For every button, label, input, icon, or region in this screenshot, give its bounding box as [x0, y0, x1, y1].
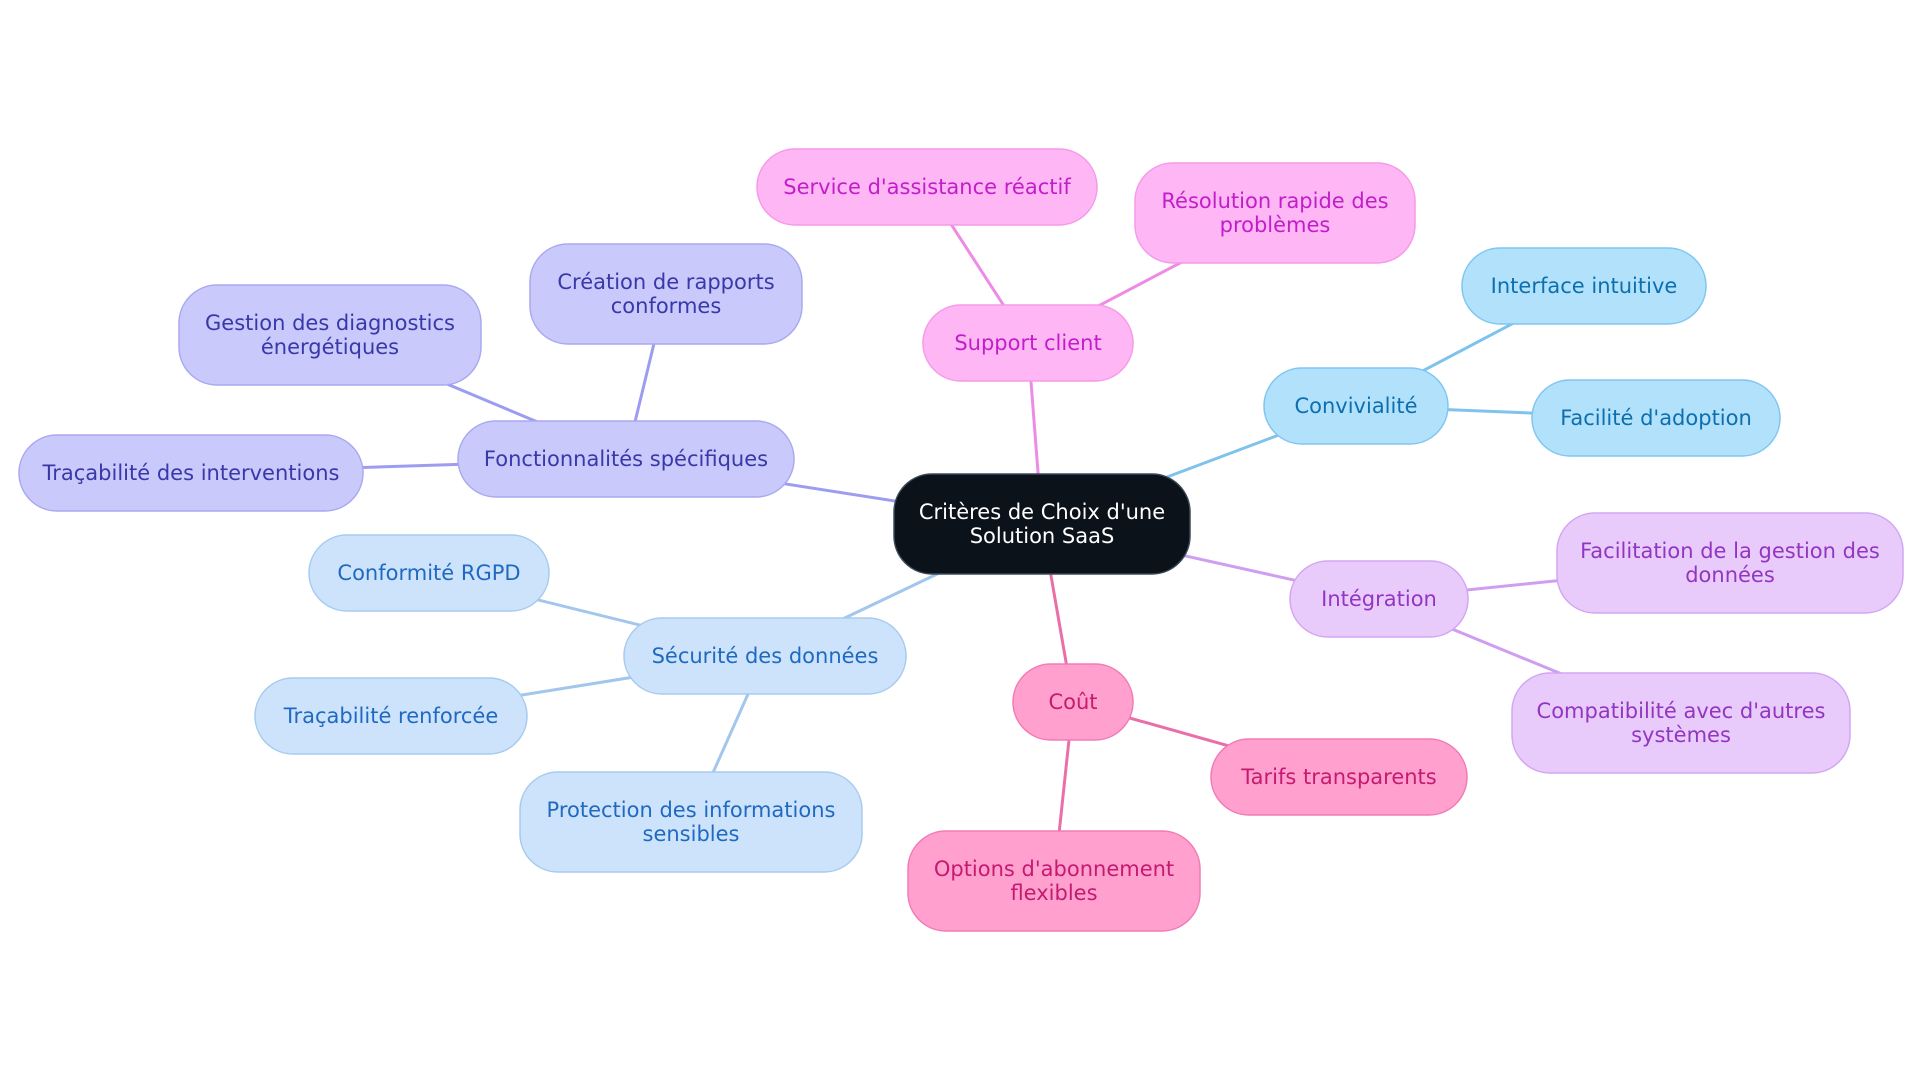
branch-6-child-3-node-label: Traçabilité des interventions — [42, 461, 340, 485]
branch-5-child-3-node-box — [519, 771, 863, 873]
branch-3-child-1-node-label: données — [1685, 563, 1775, 587]
branch-5-child-1-node[interactable]: Conformité RGPD — [308, 534, 550, 612]
branch-2-child-1-node[interactable]: Interface intuitive — [1461, 247, 1707, 325]
branch-3-child-2-node-label: systèmes — [1631, 723, 1731, 747]
branch-5-node[interactable]: Sécurité des données — [623, 617, 907, 695]
branch-4-child-1-node-label: Tarifs transparents — [1240, 765, 1436, 789]
branch-2-child-2-node-box — [1531, 379, 1781, 457]
branch-6-child-3-node-box — [18, 434, 364, 512]
branch-5-child-3-node-label: sensibles — [643, 822, 740, 846]
branch-5-child-2-node[interactable]: Traçabilité renforcée — [254, 677, 528, 755]
branch-3-child-1-node-box — [1556, 512, 1904, 614]
branch-6-node[interactable]: Fonctionnalités spécifiques — [457, 420, 795, 498]
branch-4-child-2-node-label: flexibles — [1010, 881, 1097, 905]
branch-3-child-1-node-label: Facilitation de la gestion des — [1580, 539, 1880, 563]
root-node-box — [893, 473, 1191, 575]
branch-4-node[interactable]: Coût — [1012, 663, 1134, 741]
branch-1-node-box — [922, 304, 1134, 382]
branch-6-child-2-node-label: énergétiques — [261, 335, 399, 359]
branch-4-child-2-node-box — [907, 830, 1201, 932]
branch-1-node[interactable]: Support client — [922, 304, 1134, 382]
branch-3-node[interactable]: Intégration — [1289, 560, 1469, 638]
branch-4-child-2-node-label: Options d'abonnement — [934, 857, 1174, 881]
branch-1-child-1-node[interactable]: Service d'assistance réactif — [756, 148, 1098, 226]
branch-2-node-label: Convivialité — [1294, 394, 1417, 418]
branch-5-node-box — [623, 617, 907, 695]
branch-3-child-2-node-box — [1511, 672, 1851, 774]
branch-5-node-label: Sécurité des données — [652, 644, 879, 668]
branch-4-child-1-node-box — [1210, 738, 1468, 816]
branch-6-child-2-node-label: Gestion des diagnostics — [205, 311, 455, 335]
branch-5-child-2-node-label: Traçabilité renforcée — [283, 704, 499, 728]
branch-5-child-1-node-label: Conformité RGPD — [337, 561, 520, 585]
branch-6-node-box — [457, 420, 795, 498]
branch-3-node-box — [1289, 560, 1469, 638]
root-node-label: Solution SaaS — [970, 524, 1115, 548]
branch-1-child-2-node-label: problèmes — [1220, 213, 1331, 237]
branch-3-node-label: Intégration — [1321, 587, 1437, 611]
branch-4-child-1-node[interactable]: Tarifs transparents — [1210, 738, 1468, 816]
branch-1-child-2-node-label: Résolution rapide des — [1161, 189, 1388, 213]
branch-1-child-1-node-box — [756, 148, 1098, 226]
branch-6-child-1-node-label: conformes — [611, 294, 722, 318]
branch-5-child-2-node-box — [254, 677, 528, 755]
branch-6-child-2-node-box — [178, 284, 482, 386]
branch-4-node-label: Coût — [1048, 690, 1097, 714]
branch-6-child-3-node[interactable]: Traçabilité des interventions — [18, 434, 364, 512]
branch-2-node-box — [1263, 367, 1449, 445]
branch-6-node-label: Fonctionnalités spécifiques — [484, 447, 768, 471]
branch-5-child-3-node-label: Protection des informations — [547, 798, 836, 822]
branch-1-child-2-node-box — [1134, 162, 1416, 264]
root-node-label: Critères de Choix d'une — [919, 500, 1165, 524]
branch-2-child-1-node-box — [1461, 247, 1707, 325]
branch-2-node[interactable]: Convivialité — [1263, 367, 1449, 445]
branch-6-child-1-node-label: Création de rapports — [557, 270, 774, 294]
branch-2-child-2-node[interactable]: Facilité d'adoption — [1531, 379, 1781, 457]
branch-2-child-2-node-label: Facilité d'adoption — [1560, 406, 1752, 430]
branch-4-node-box — [1012, 663, 1134, 741]
branch-1-child-1-node-label: Service d'assistance réactif — [783, 175, 1071, 199]
branch-3-child-2-node-label: Compatibilité avec d'autres — [1537, 699, 1826, 723]
branch-6-child-1-node-box — [529, 243, 803, 345]
branch-1-node-label: Support client — [954, 331, 1101, 355]
branch-5-child-1-node-box — [308, 534, 550, 612]
branch-2-child-1-node-label: Interface intuitive — [1491, 274, 1678, 298]
